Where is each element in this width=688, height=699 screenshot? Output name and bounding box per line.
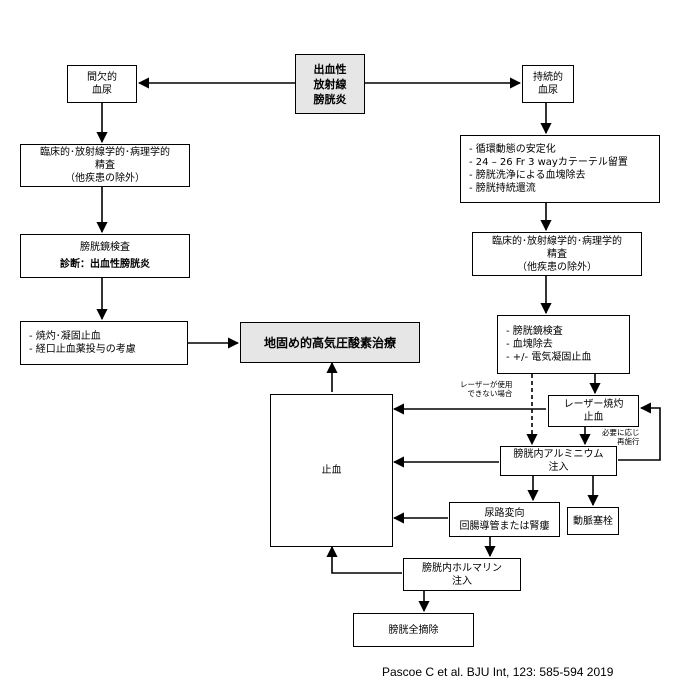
left-cystoscopy-box: 膀胱鏡検査 診断：出血性膀胱炎	[20, 234, 190, 278]
stabilize-line-3: - 膀胱洗浄による血塊除去	[469, 170, 586, 181]
alum-line-1: 膀胱内アルミニウム	[513, 449, 604, 460]
persistent-line-2: 血尿	[538, 85, 558, 96]
right-cysto-line-1: - 膀胱鏡検査	[506, 326, 563, 337]
intermittent-line-2: 血尿	[92, 85, 112, 96]
center-line-2: 放射線	[313, 77, 347, 91]
hemorrhagic-radiation-cystitis-box: 出血性 放射線 膀胱炎	[295, 54, 365, 114]
right-cystoscopy-box: - 膀胱鏡検査 - 血塊除去 - +/- 電気凝固止血	[497, 315, 630, 374]
hemostasis-label: 止血	[321, 465, 342, 476]
right-eval-line-2: 精査	[547, 248, 567, 260]
hyperbaric-oxygen-box: 地固め的高気圧酸素治療	[240, 322, 420, 363]
laser-ablation-box: レーザー焼灼 止血	[548, 395, 639, 427]
left-eval-line-1: 臨床的･放射線学的･病理学的	[40, 147, 170, 158]
laser-note-line-2: できない場合	[467, 389, 513, 398]
left-cysto-line-1: 膀胱鏡検査	[80, 242, 130, 253]
right-eval-line-3: （他疾患の除外）	[517, 261, 597, 273]
laser-line-2: 止血	[583, 412, 604, 423]
citation-text: Pascoe C et al. BJU Int, 123: 585-594 20…	[382, 665, 614, 679]
stabilize-line-2: - 24 – 26 Fr 3 wayカテーテル留置	[469, 157, 628, 168]
arrow-formalin-to-hemostasis	[326, 545, 402, 574]
left-diagnosis-line: 診断：出血性膀胱炎	[60, 259, 150, 270]
arterial-embolization-box: 動脈塞栓	[567, 507, 619, 535]
left-treat-line-1: - 焼灼･凝固止血	[29, 331, 101, 342]
right-cysto-line-3: - +/- 電気凝固止血	[506, 352, 592, 363]
center-line-1: 出血性	[313, 62, 347, 76]
cystectomy-box: 膀胱全摘除	[353, 613, 474, 647]
diversion-line-2: 回腸導管または腎瘻	[459, 520, 550, 532]
laser-note-line-1: レーザーが使用	[460, 380, 513, 389]
hbo-label: 地固め的高気圧酸素治療	[263, 335, 396, 350]
redo-if-needed-note: 必要に応じ 再施行	[602, 428, 640, 446]
intermittent-hematuria-box: 間欠的 血尿	[67, 65, 137, 103]
left-eval-line-3: （他疾患の除外）	[65, 173, 145, 184]
stabilization-box: - 循環動態の安定化 - 24 – 26 Fr 3 wayカテーテル留置 - 膀…	[460, 135, 660, 203]
left-treat-line-2: - 経口止血薬投与の考慮	[29, 344, 136, 355]
left-treatment-box: - 焼灼･凝固止血 - 経口止血薬投与の考慮	[20, 321, 188, 365]
center-line-3: 膀胱炎	[313, 92, 347, 106]
hemostasis-box: 止血	[270, 394, 393, 547]
formalin-instillation-box: 膀胱内ホルマリン 注入	[403, 558, 521, 591]
cystectomy-label: 膀胱全摘除	[388, 624, 439, 636]
alum-instillation-box: 膀胱内アルミニウム 注入	[500, 446, 617, 476]
right-eval-line-1: 臨床的･放射線学的･病理学的	[492, 235, 622, 247]
formalin-line-2: 注入	[452, 575, 472, 587]
embol-label: 動脈塞栓	[573, 515, 613, 527]
urinary-diversion-box: 尿路変向 回腸導管または腎瘻	[449, 502, 560, 537]
right-cysto-line-2: - 血塊除去	[506, 339, 553, 350]
left-evaluation-box: 臨床的･放射線学的･病理学的 精査 （他疾患の除外）	[20, 144, 190, 187]
formalin-line-1: 膀胱内ホルマリン	[422, 562, 502, 574]
arrow-alum-redo-laser	[618, 402, 661, 461]
laser-line-1: レーザー焼灼	[563, 399, 624, 410]
persistent-hematuria-box: 持続的 血尿	[522, 65, 574, 103]
stabilize-line-4: - 膀胱持続還流	[469, 183, 536, 194]
left-eval-line-2: 精査	[95, 160, 115, 171]
intermittent-line-1: 間欠的	[87, 72, 117, 83]
right-evaluation-box: 臨床的･放射線学的･病理学的 精査 （他疾患の除外）	[472, 232, 642, 276]
diversion-line-1: 尿路変向	[484, 507, 525, 519]
laser-unavailable-note: レーザーが使用 できない場合	[460, 380, 512, 398]
alum-line-2: 注入	[548, 462, 569, 473]
redo-note-line-2: 再施行	[617, 437, 640, 446]
stabilize-line-1: - 循環動態の安定化	[469, 144, 556, 155]
redo-note-line-1: 必要に応じ	[602, 428, 640, 437]
persistent-line-1: 持続的	[533, 72, 563, 83]
